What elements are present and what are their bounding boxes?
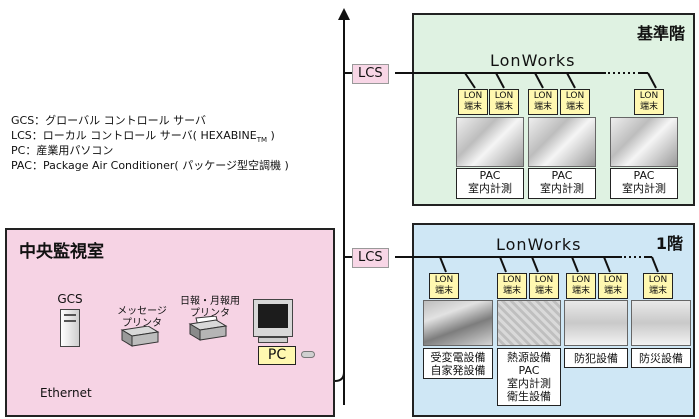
- central-room-title: 中央監視室: [19, 237, 104, 262]
- ethernet-label: Ethernet: [40, 386, 92, 400]
- mouse-icon: [301, 351, 315, 358]
- server-icon: [60, 309, 80, 347]
- printer-icon: [118, 326, 160, 348]
- device-caption: 受変電設備自家発設備: [423, 348, 493, 379]
- substation-photo: [423, 300, 493, 346]
- heat-source-photo: [497, 300, 561, 346]
- device-caption: 防災設備: [631, 348, 691, 368]
- device-caption: 防犯設備: [564, 348, 628, 368]
- gcs-label: GCS: [52, 293, 88, 305]
- monitor-stand: [258, 337, 288, 343]
- fire-prevention-photo: [631, 300, 691, 346]
- security-photo: [564, 300, 628, 346]
- pc-label: PC: [258, 346, 296, 365]
- printer-icon: [186, 316, 228, 342]
- monitor-icon: [253, 299, 293, 337]
